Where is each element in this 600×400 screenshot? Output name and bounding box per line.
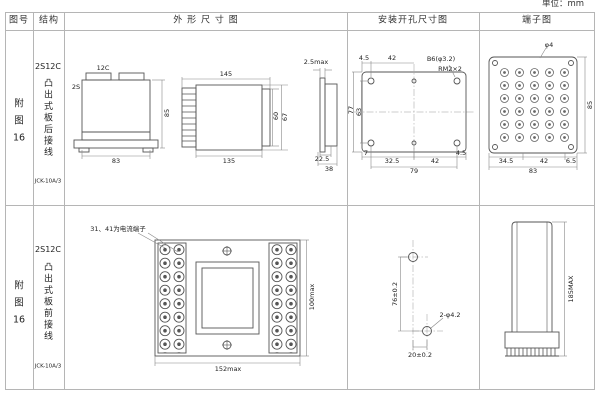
r1-dim-terminal-side-height: 85 — [585, 100, 594, 110]
r2-type-code: JCK-10A/3 — [34, 363, 62, 370]
r2-structure-desc: 凸出式板前接线 — [42, 262, 52, 343]
r1-dim-end-thickness: 2.5max — [303, 57, 329, 66]
r2-outline-dims — [154, 239, 309, 366]
r2-terminal-dims — [552, 221, 567, 357]
r2-install-dims — [398, 256, 444, 350]
r1-model: 2S12C — [35, 62, 61, 71]
r1-structure-desc: 凸出式板后接线 — [42, 78, 52, 159]
r1-outline-front-view — [73, 72, 159, 153]
r2-outline-note-leaders — [137, 232, 179, 253]
r2-dim-outline-height: 100max — [307, 283, 316, 311]
r1-terminal-dims — [488, 47, 587, 170]
r1-terminal-hole-dia: φ4 — [544, 40, 554, 49]
r1-install-dims — [352, 61, 467, 169]
r1-dim-install-bot-offset: 7 — [363, 148, 369, 157]
r1-dim-install-height-inner: 63 — [354, 107, 363, 117]
r1-outline-side-view — [181, 84, 271, 151]
header-structure: 结构 — [38, 15, 60, 26]
r1-outline-end-dims — [313, 68, 338, 166]
r1-outline-side-dims — [181, 77, 288, 158]
r1-dim-side-width-top: 145 — [219, 69, 233, 78]
r1-dim-install-top-offset: 4.5 — [358, 53, 370, 62]
r2-install-view — [408, 252, 432, 336]
header-terminal: 端子图 — [521, 15, 553, 26]
r1-install-centerlines — [354, 64, 474, 160]
r1-type-code: JCK-10A/3 — [34, 178, 62, 185]
r2-outline-view — [154, 239, 301, 357]
r1-fig-char-1: 附 — [14, 98, 24, 110]
r2-fig-number: 16 — [12, 314, 26, 326]
r2-fig-char-2: 图 — [14, 297, 24, 309]
r1-dim-side-height-outer: 67 — [280, 112, 289, 122]
r1-fig-number: 16 — [12, 132, 26, 144]
header-install: 安装开孔尺寸图 — [377, 15, 449, 26]
r1-fig-char-2: 图 — [14, 115, 24, 127]
r1-outline-front-dims — [81, 79, 165, 159]
r1-outline-end-view — [319, 77, 338, 153]
r1-dim-side-height-inner: 60 — [271, 111, 280, 121]
r1-dim-side-width-bottom: 135 — [222, 156, 236, 165]
r2-model: 2S12C — [35, 245, 61, 254]
r1-dim-terminal-bot3: 6.5 — [565, 156, 577, 165]
header-outline: 外 形 尺 寸 图 — [173, 15, 239, 26]
r2-terminal-view — [504, 221, 560, 357]
r1-dim-terminal-bot-total: 83 — [528, 166, 538, 175]
r1-dim-install-bot-total: 79 — [409, 166, 419, 175]
r1-install-hole-spec: B6(φ3.2) — [426, 54, 456, 63]
r2-dim-install-vspan: 76±0.2 — [390, 281, 399, 307]
r1-dim-install-height-outer: 77 — [346, 105, 355, 115]
r1-install-thread-spec: RM2×2 — [438, 64, 462, 73]
r1-dim-end-depth1: 22.5 — [314, 154, 330, 163]
r1-dim-install-bot-span1: 32.5 — [384, 156, 400, 165]
r1-dim-install-bot-span2: 42 — [430, 156, 440, 165]
r2-dim-terminal-height: 185MAX — [566, 275, 575, 303]
r2-fig-char-1: 附 — [14, 280, 24, 292]
r1-dim-install-bot-offset2: 4.5 — [455, 148, 467, 157]
r1-dim-front-left: 2S — [71, 82, 81, 91]
table-grid — [5, 12, 595, 390]
r1-dim-terminal-bot1: 34.5 — [498, 156, 514, 165]
header-fig-no: 图号 — [8, 15, 30, 26]
unit-label: 单位：mm — [541, 0, 585, 9]
r2-dim-install-hspan: 20±0.2 — [407, 350, 433, 359]
r1-dim-terminal-bot2: 42 — [539, 156, 549, 165]
r1-dim-end-depth2: 38 — [324, 164, 334, 173]
r1-dim-front-width: 83 — [111, 156, 121, 165]
r1-dim-install-top-span: 42 — [387, 53, 397, 62]
r1-dim-front-height: 85 — [162, 108, 171, 118]
r2-dim-outline-width: 152max — [214, 364, 242, 373]
r1-terminal-view — [488, 56, 578, 154]
r2-install-hole-spec: 2-φ4.2 — [439, 310, 461, 319]
r1-dim-front-top: 12C — [96, 63, 110, 72]
r2-outline-note: 31、41为电流端子 — [90, 224, 146, 233]
